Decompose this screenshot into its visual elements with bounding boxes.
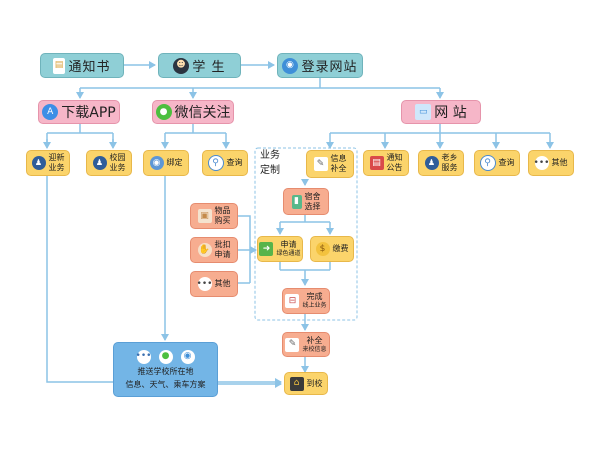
login-label: 登录网站 xyxy=(301,60,358,75)
login-node: ◉ 登录网站 xyxy=(277,53,363,78)
goods-line1: 物品 xyxy=(214,206,231,215)
app-store-icon: A xyxy=(42,104,59,120)
done-label: 完成 xyxy=(306,292,323,301)
welcome-line2: 业务 xyxy=(48,163,65,172)
box-icon: ▣ xyxy=(197,209,212,223)
loan-node: ✋ 批扣 申请 xyxy=(190,237,238,263)
web-query-label: 查询 xyxy=(498,158,515,167)
apply-sub: 绿色通道 xyxy=(276,250,301,257)
push-line1: 推送学校所在地 xyxy=(137,366,194,376)
announce-node: ▤ 通知 公告 xyxy=(363,150,409,176)
flow-other-node: ••• 其他 xyxy=(190,271,238,297)
group-icon: ♟ xyxy=(92,156,107,170)
student-node: ☻ 学 生 xyxy=(158,53,241,78)
welcome-node: ♟ 迎新 业务 xyxy=(26,150,70,176)
more-icon: ••• xyxy=(197,277,212,291)
magnifier-icon: ⚲ xyxy=(479,155,496,171)
newspaper-icon: ▤ xyxy=(369,156,384,170)
wechat-icon: ● xyxy=(158,349,173,364)
school-icon: ⌂ xyxy=(289,376,304,391)
building-icon: ▮ xyxy=(291,194,302,209)
fill-sub: 来校信息 xyxy=(302,345,327,353)
alumni-line1: 老乡 xyxy=(441,153,458,162)
other-label: 其他 xyxy=(551,158,568,167)
money-bag-icon: $ xyxy=(315,242,330,256)
alumni-line2: 服务 xyxy=(441,163,458,172)
monitor-icon: ▭ xyxy=(415,104,432,120)
web-node: ▭ 网 站 xyxy=(401,100,481,124)
dorm-line1: 宿舍 xyxy=(304,191,321,201)
wechat-label: 微信关注 xyxy=(174,105,231,121)
custom-line1: 业务 xyxy=(260,149,280,161)
bind-node: ◉ 绑定 xyxy=(143,150,189,176)
chat-icon: ••• xyxy=(136,349,151,364)
info-node: ✎ 信息 补全 xyxy=(306,150,354,178)
app-label: 下载APP xyxy=(61,105,116,121)
people-icon: ♟ xyxy=(31,156,46,170)
stamp-icon: ⊟ xyxy=(285,294,300,308)
pay-label: 缴费 xyxy=(332,244,349,253)
done-node: ⊟ 完成 线上业务 xyxy=(282,288,330,314)
custom-line2: 定制 xyxy=(260,164,280,176)
loan-line1: 批扣 xyxy=(214,240,231,249)
loan-line2: 申请 xyxy=(214,250,231,259)
dorm-line2: 选择 xyxy=(304,201,321,211)
globe-icon: ◉ xyxy=(282,57,299,74)
arrive-node: ⌂ 到校 xyxy=(284,372,328,395)
person-icon: ☻ xyxy=(173,57,190,74)
web-label: 网 站 xyxy=(434,105,467,121)
magnifier-icon: ⚲ xyxy=(207,155,224,171)
goods-line2: 购买 xyxy=(214,216,231,225)
student-label: 学 生 xyxy=(192,60,226,75)
wechat-query-label: 查询 xyxy=(226,158,243,167)
notice-label: 通知书 xyxy=(68,60,111,75)
info-line2: 补全 xyxy=(330,164,347,173)
welcome-line1: 迎新 xyxy=(48,153,65,162)
push-icons: ••• ● ◉ xyxy=(136,349,195,364)
apply-node: ➜ 申请 绿色通道 xyxy=(257,236,303,262)
edit-icon: ✎ xyxy=(313,157,328,171)
wechat-icon: ● xyxy=(155,104,172,120)
dorm-node: ▮ 宿舍 选择 xyxy=(283,188,329,215)
campus-node: ♟ 校园 业务 xyxy=(86,150,132,176)
bind-label: 绑定 xyxy=(166,158,183,167)
pay-node: $ 缴费 xyxy=(310,236,354,262)
app-node: A 下载APP xyxy=(38,100,120,124)
web-query-node: ⚲ 查询 xyxy=(474,150,520,176)
document-icon: ▤ xyxy=(53,57,66,74)
wechat-node: ● 微信关注 xyxy=(152,100,234,124)
done-sub: 线上业务 xyxy=(302,302,327,309)
globe-icon: ◉ xyxy=(180,349,195,364)
notice-node: ▤ 通知书 xyxy=(40,53,124,78)
custom-label: 业务 定制 xyxy=(256,150,284,176)
arrive-label: 到校 xyxy=(306,378,323,388)
fill-node: ✎ 补全 来校信息 xyxy=(282,332,330,357)
globe-icon: ◉ xyxy=(149,156,164,170)
announce-line1: 通知 xyxy=(386,153,403,162)
campus-line2: 业务 xyxy=(109,163,126,172)
more-icon: ••• xyxy=(534,156,549,170)
fill-label: 补全 xyxy=(306,335,323,345)
goods-node: ▣ 物品 购买 xyxy=(190,203,238,229)
wechat-query-node: ⚲ 查询 xyxy=(202,150,248,176)
edit-icon: ✎ xyxy=(285,337,300,352)
other-node: ••• 其他 xyxy=(528,150,574,176)
push-node: ••• ● ◉ 推送学校所在地 信息、天气、乘车方案 xyxy=(113,342,218,397)
network-icon: ♟ xyxy=(424,156,439,170)
campus-line1: 校园 xyxy=(109,153,126,162)
flow-other-label: 其他 xyxy=(214,279,231,288)
alumni-node: ♟ 老乡 服务 xyxy=(418,150,464,176)
hand-icon: ✋ xyxy=(197,243,212,257)
apply-label: 申请 xyxy=(280,240,297,249)
green-channel-icon: ➜ xyxy=(259,242,274,256)
announce-line2: 公告 xyxy=(386,163,403,172)
push-line2: 信息、天气、乘车方案 xyxy=(125,379,206,389)
info-line1: 信息 xyxy=(330,154,347,163)
